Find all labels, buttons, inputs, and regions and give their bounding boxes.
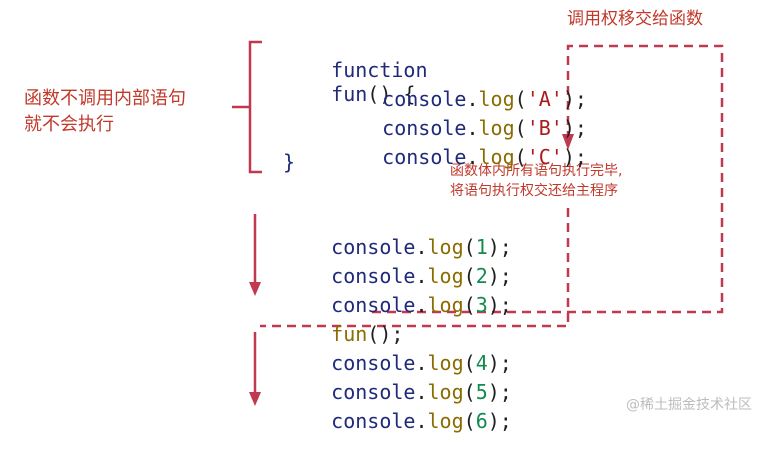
code-close: ); bbox=[487, 380, 512, 404]
code-open-paren: ( bbox=[463, 235, 476, 259]
code-dot: . bbox=[466, 87, 479, 111]
code-argument: 3 bbox=[475, 293, 488, 317]
function-body-line: console.log('C'); bbox=[334, 121, 587, 193]
main-code-line: console.log(5); bbox=[283, 356, 512, 428]
code-method: log bbox=[478, 116, 515, 140]
code-close: ); bbox=[562, 145, 587, 169]
function-closing-brace: } bbox=[283, 150, 296, 174]
function-body-line: console.log('B'); bbox=[334, 92, 587, 164]
transfer-out-dashed-path bbox=[372, 44, 724, 314]
code-method: log bbox=[427, 351, 464, 375]
code-object: console bbox=[331, 409, 416, 433]
code-dot: . bbox=[415, 351, 428, 375]
control-return-note: 函数体内所有语句执行完毕, 将语句执行权交还给主程序 bbox=[450, 161, 622, 201]
code-open-paren: ( bbox=[463, 351, 476, 375]
code-close: ); bbox=[487, 293, 512, 317]
call-parens: (); bbox=[367, 322, 404, 346]
function-signature-rest: () { bbox=[367, 82, 416, 106]
code-argument: 6 bbox=[475, 409, 488, 433]
code-argument: 'C' bbox=[526, 145, 563, 169]
control-return-note-line2: 将语句执行权交还给主程序 bbox=[450, 183, 618, 199]
function-call-line: fun(); bbox=[283, 298, 403, 370]
code-open-paren: ( bbox=[514, 145, 527, 169]
main-code-line: console.log(3); bbox=[283, 269, 512, 341]
code-open-paren: ( bbox=[463, 264, 476, 288]
code-close: ); bbox=[487, 235, 512, 259]
code-close: ); bbox=[487, 351, 512, 375]
return-dashed-path bbox=[260, 208, 570, 328]
code-dot: . bbox=[466, 145, 479, 169]
code-close: ); bbox=[487, 264, 512, 288]
transfer-out-arrowhead bbox=[562, 134, 574, 150]
code-method: log bbox=[427, 235, 464, 259]
function-body-line: console.log('A'); bbox=[334, 63, 587, 135]
function-call-flow-diagram: 函数不调用内部语句 就不会执行 调用权移交给函数 函数体内所有语句执行完毕, 将… bbox=[24, 9, 752, 433]
main-flow-arrowhead-top bbox=[249, 282, 261, 296]
main-code-line: console.log(6); bbox=[283, 385, 512, 457]
code-dot: . bbox=[466, 116, 479, 140]
code-object: console bbox=[331, 351, 416, 375]
function-not-called-note: 函数不调用内部语句 就不会执行 bbox=[24, 86, 186, 138]
main-code-line: console.log(1); bbox=[283, 211, 512, 283]
code-open-paren: ( bbox=[463, 293, 476, 317]
code-method: log bbox=[478, 87, 515, 111]
code-argument: 'A' bbox=[526, 87, 563, 111]
code-object: console bbox=[382, 116, 467, 140]
code-argument: 2 bbox=[475, 264, 488, 288]
code-dot: . bbox=[415, 409, 428, 433]
code-open-paren: ( bbox=[514, 87, 527, 111]
function-not-called-note-line2: 就不会执行 bbox=[24, 114, 114, 135]
function-keyword: function bbox=[331, 58, 428, 82]
function-not-called-note-line1: 函数不调用内部语句 bbox=[24, 88, 186, 109]
code-open-paren: ( bbox=[463, 409, 476, 433]
watermark: @稀土掘金技术社区 bbox=[626, 397, 752, 413]
code-dot: . bbox=[415, 235, 428, 259]
code-object: console bbox=[331, 293, 416, 317]
code-method: log bbox=[427, 380, 464, 404]
code-object: console bbox=[382, 145, 467, 169]
code-method: log bbox=[427, 409, 464, 433]
code-argument: 5 bbox=[475, 380, 488, 404]
code-object: console bbox=[331, 380, 416, 404]
function-name: fun bbox=[331, 82, 368, 106]
code-object: console bbox=[331, 235, 416, 259]
code-argument: 4 bbox=[475, 351, 488, 375]
code-method: log bbox=[427, 264, 464, 288]
code-close: ); bbox=[562, 116, 587, 140]
main-flow-arrowhead-bottom bbox=[249, 392, 261, 406]
code-method: log bbox=[478, 145, 515, 169]
function-declaration-line: function fun() { bbox=[283, 34, 428, 130]
code-object: console bbox=[382, 87, 467, 111]
control-return-note-line1: 函数体内所有语句执行完毕, bbox=[450, 163, 623, 179]
code-close: ); bbox=[487, 409, 512, 433]
code-dot: . bbox=[415, 293, 428, 317]
code-dot: . bbox=[415, 380, 428, 404]
code-close: ); bbox=[562, 87, 587, 111]
diagram-lines-layer bbox=[232, 40, 724, 406]
code-dot: . bbox=[415, 264, 428, 288]
control-transfer-note: 调用权移交给函数 bbox=[567, 9, 703, 29]
code-object: console bbox=[331, 264, 416, 288]
code-open-paren: ( bbox=[514, 116, 527, 140]
code-open-paren: ( bbox=[463, 380, 476, 404]
main-code-line: console.log(4); bbox=[283, 327, 512, 399]
function-bracket bbox=[248, 40, 262, 174]
code-argument: 'B' bbox=[526, 116, 563, 140]
call-function-name: fun bbox=[331, 322, 368, 346]
code-argument: 1 bbox=[475, 235, 488, 259]
code-method: log bbox=[427, 293, 464, 317]
main-code-line: console.log(2); bbox=[283, 240, 512, 312]
